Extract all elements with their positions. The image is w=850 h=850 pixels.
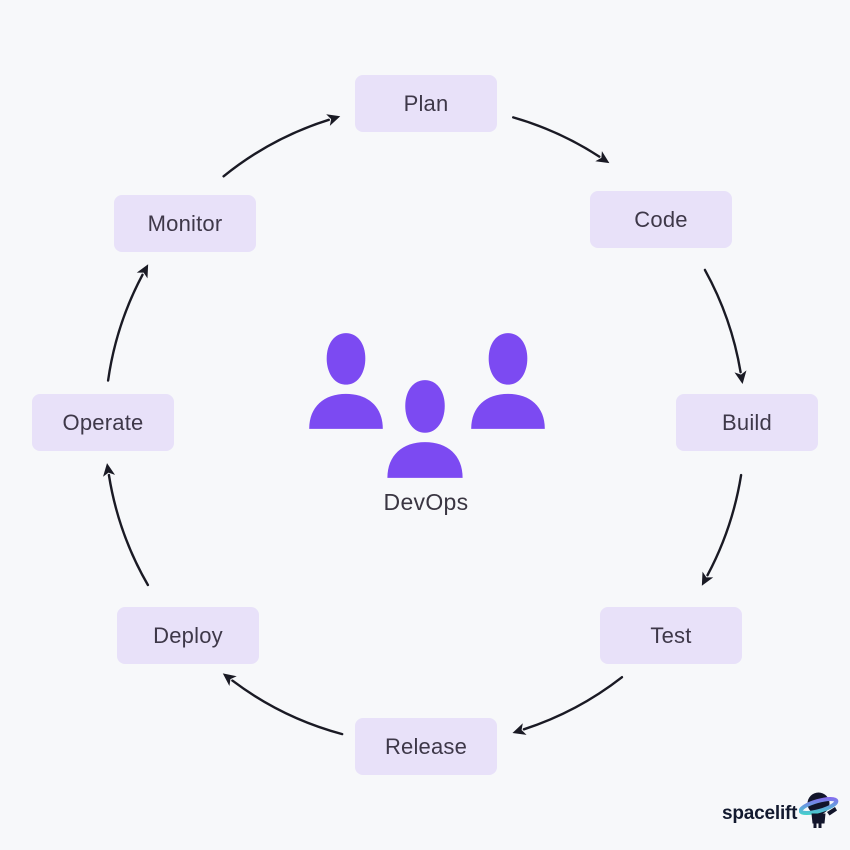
spacelift-logo-text: spacelift [722, 803, 798, 824]
arrow-operate-to-monitor [106, 264, 149, 382]
spacelift-logo: spacelift [722, 788, 839, 832]
stage-box-build: Build [676, 394, 818, 451]
stage-box-monitor: Monitor [114, 195, 256, 252]
center-label-devops: DevOps [383, 489, 469, 515]
arrow-release-to-deploy [222, 673, 344, 736]
arrow-test-to-release [512, 676, 624, 735]
arrow-build-to-test [701, 473, 743, 586]
stage-box-plan: Plan [355, 75, 497, 132]
arrow-plan-to-code [512, 116, 610, 164]
devops-team-icon [309, 333, 545, 478]
stage-box-test: Test [600, 607, 742, 664]
stage-box-operate: Operate [32, 394, 174, 451]
arrow-monitor-to-plan [222, 114, 341, 178]
stage-box-code: Code [590, 191, 732, 248]
person-icon [471, 333, 545, 429]
arrow-code-to-build [703, 268, 747, 385]
spacelift-mascot-icon [799, 792, 839, 828]
arrow-deploy-to-operate [103, 463, 150, 587]
person-icon [309, 333, 383, 429]
person-icon [387, 380, 463, 478]
stage-box-release: Release [355, 718, 497, 775]
stage-box-deploy: Deploy [117, 607, 259, 664]
